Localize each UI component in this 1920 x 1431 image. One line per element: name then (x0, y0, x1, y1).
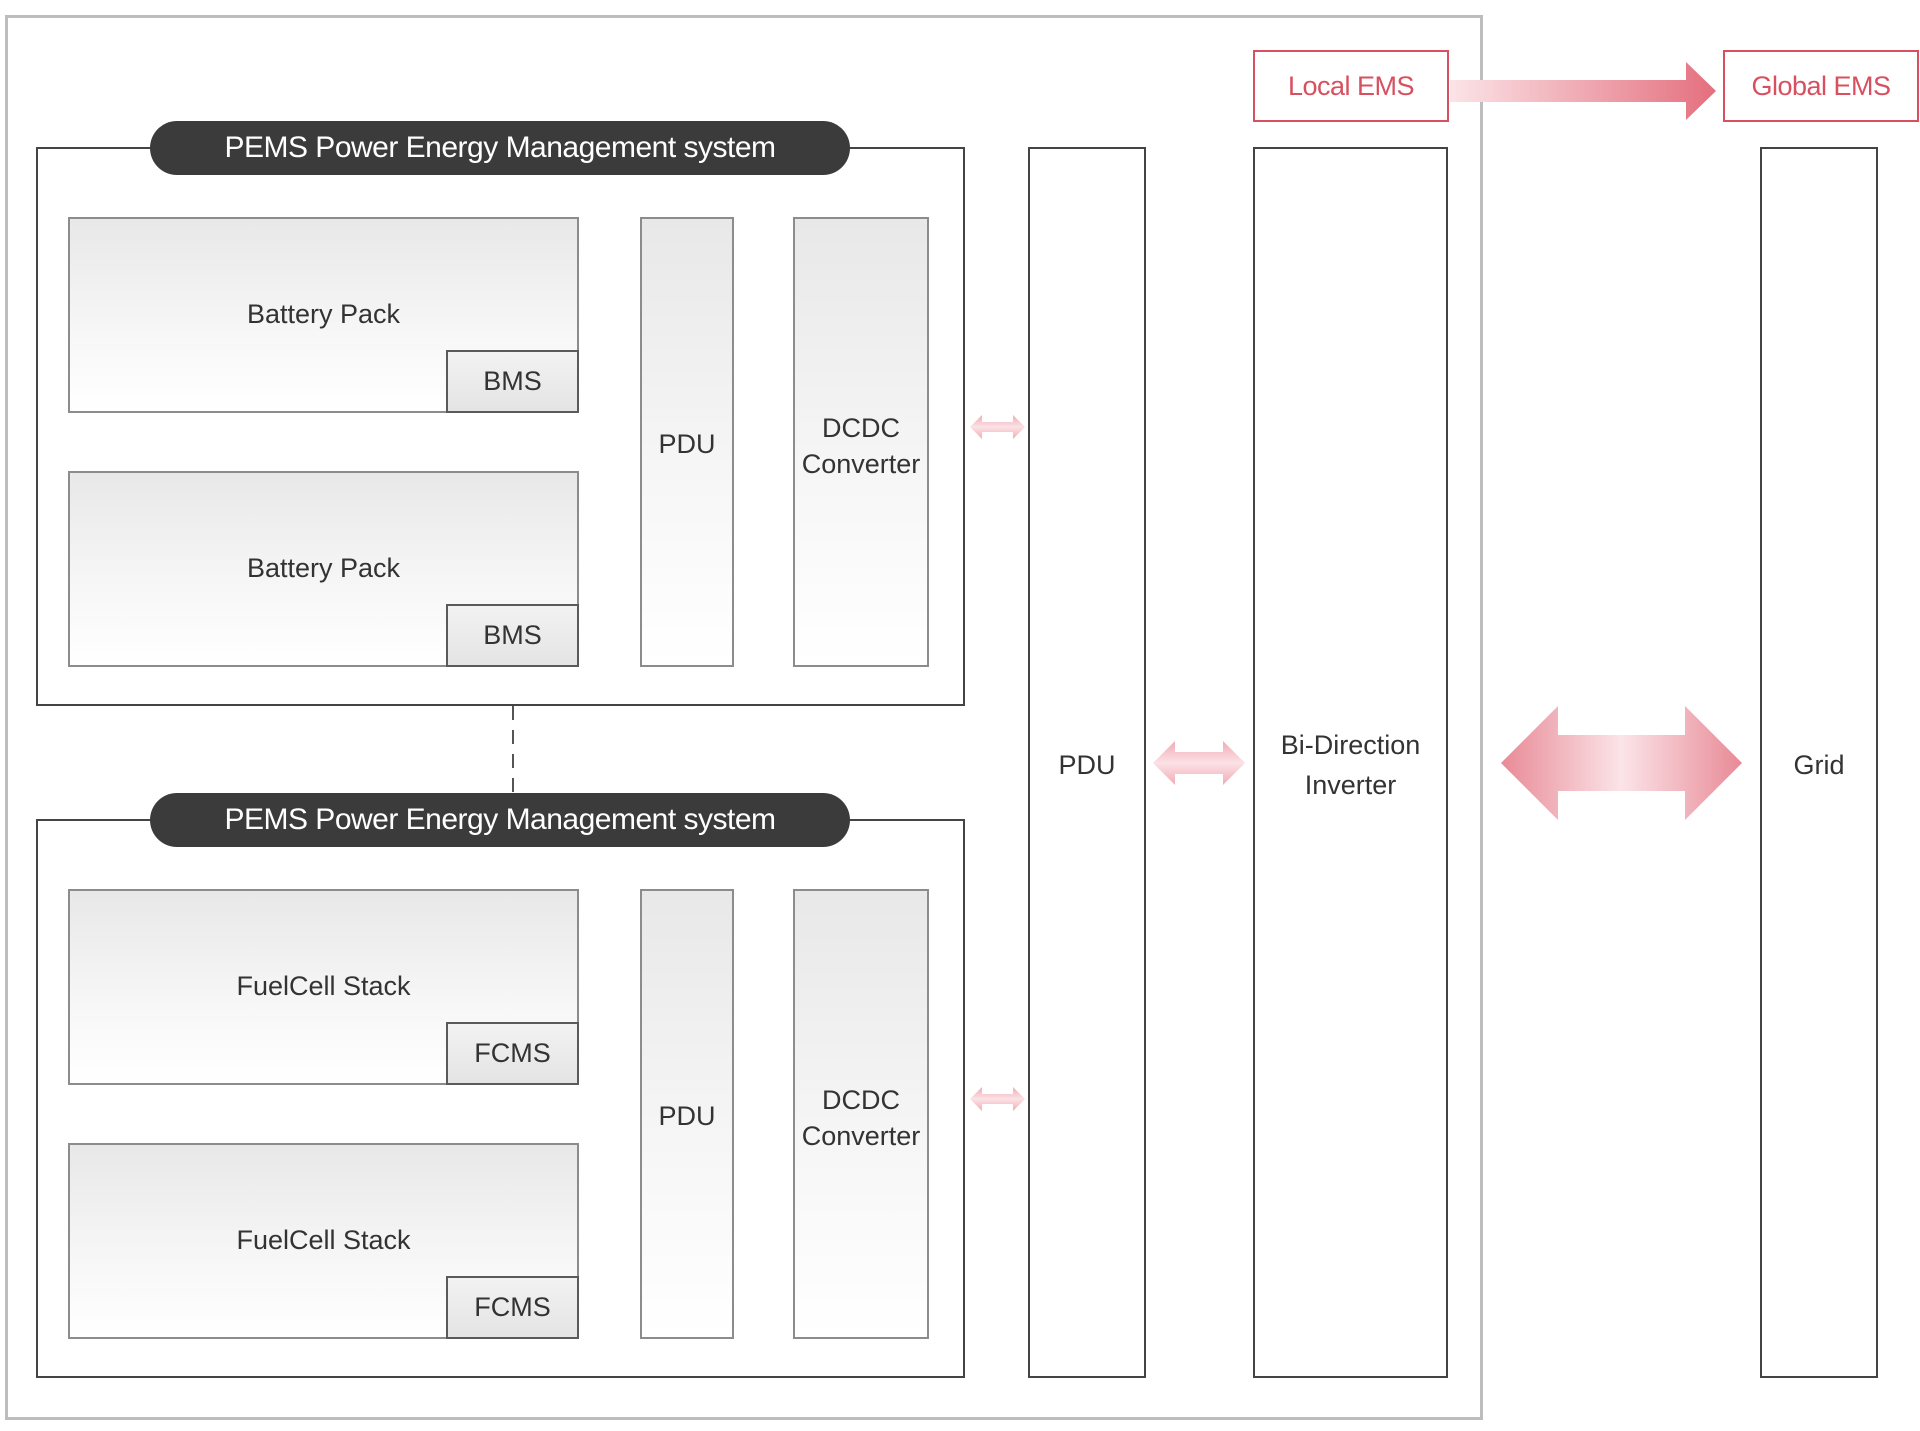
battery-pack-1: Battery Pack BMS (68, 217, 579, 413)
fuelcell-stack-2-label: FuelCell Stack (236, 1225, 411, 1255)
fcms-1: FCMS (446, 1022, 579, 1085)
local-ems: Local EMS (1253, 50, 1449, 122)
battery-pack-1-label: Battery Pack (246, 299, 401, 329)
battery-pack-2-label: Battery Pack (246, 553, 401, 583)
pdu-bottom-label: PDU (658, 1101, 716, 1131)
double-arrow-dcdc-mainpdu-top (970, 415, 1025, 439)
grid: Grid (1760, 147, 1878, 1378)
fuelcell-stack-1: FuelCell Stack FCMS (68, 889, 579, 1085)
battery-pack-2: Battery Pack BMS (68, 471, 579, 667)
main-pdu-label: PDU (1058, 750, 1116, 780)
pdu-top-label: PDU (658, 429, 716, 459)
double-arrow-pdu-inverter (1153, 741, 1245, 785)
pdu-bottom: PDU (640, 889, 734, 1339)
dcdc-bottom-line2: Converter (801, 1121, 921, 1151)
dcdc-bottom-line1: DCDC (822, 1085, 900, 1115)
inverter-line1: Bi-Direction (1280, 730, 1421, 760)
fuelcell-stack-2: FuelCell Stack FCMS (68, 1143, 579, 1339)
dcdc-converter-bottom: DCDC Converter (793, 889, 929, 1339)
dcdc-top-line2: Converter (801, 449, 921, 479)
grid-label: Grid (1793, 750, 1845, 780)
global-ems: Global EMS (1723, 50, 1919, 122)
double-arrow-dcdc-mainpdu-bottom (970, 1087, 1025, 1111)
pems-title-fuelcell: PEMS Power Energy Management system (150, 793, 850, 847)
main-pdu: PDU (1028, 147, 1146, 1378)
local-site-frame (5, 15, 1483, 1420)
bms-2: BMS (446, 604, 579, 667)
dcdc-top-line1: DCDC (822, 413, 900, 443)
bms-1: BMS (446, 350, 579, 413)
dcdc-converter-top: DCDC Converter (793, 217, 929, 667)
double-arrow-inverter-grid (1501, 706, 1742, 820)
pdu-top: PDU (640, 217, 734, 667)
fcms-2: FCMS (446, 1276, 579, 1339)
bi-direction-inverter: Bi-Direction Inverter (1253, 147, 1448, 1378)
inverter-line2: Inverter (1304, 770, 1397, 800)
arrow-local-to-global-ems (1450, 62, 1716, 120)
fuelcell-stack-1-label: FuelCell Stack (236, 971, 411, 1001)
pems-title-battery: PEMS Power Energy Management system (150, 121, 850, 175)
